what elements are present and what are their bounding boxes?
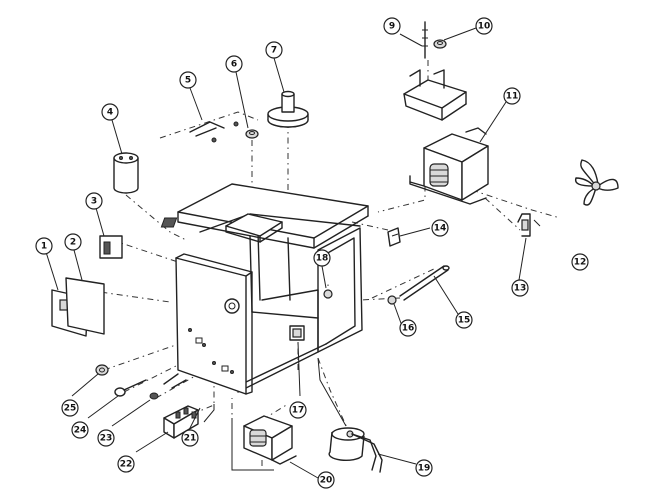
callout-16: 16: [399, 319, 417, 337]
part-20-coil: [243, 415, 297, 465]
callout-number: 14: [434, 224, 447, 234]
part-23-nut: [149, 392, 159, 400]
leader-lines: [45, 27, 527, 479]
callout-25: 25: [61, 399, 79, 417]
callout-4: 4: [101, 103, 119, 121]
callout-18: 18: [313, 249, 331, 267]
callout-17: 17: [289, 401, 307, 419]
callout-number: 20: [320, 476, 333, 486]
callout-number: 21: [184, 434, 197, 444]
part-3-block: [99, 235, 123, 259]
callout-11: 11: [503, 87, 521, 105]
part-2-plate: [65, 277, 105, 335]
part-24-screw: [114, 373, 187, 397]
callout-number: 24: [74, 426, 87, 436]
callout-1: 1: [35, 237, 53, 255]
callout-3: 3: [85, 192, 103, 210]
part-4-capacitor: [113, 152, 139, 194]
callout-22: 22: [117, 455, 135, 473]
part-12-fan: [574, 159, 619, 206]
part-15-rod: [399, 265, 450, 301]
callout-number: 19: [418, 464, 431, 474]
callout-14: 14: [431, 219, 449, 237]
part-7-knob: [267, 90, 309, 128]
callout-13: 13: [511, 279, 529, 297]
callout-7: 7: [265, 41, 283, 59]
callout-number: 3: [91, 197, 97, 207]
part-10-washer: [433, 39, 447, 49]
part-16-bushing: [387, 295, 397, 305]
callout-2: 2: [64, 233, 82, 251]
callout-number: 7: [271, 46, 277, 56]
callout-19: 19: [415, 459, 433, 477]
callout-number: 5: [185, 76, 191, 86]
callout-number: 10: [478, 22, 491, 32]
callout-number: 6: [231, 60, 237, 70]
callout-number: 17: [292, 406, 305, 416]
callout-number: 9: [389, 22, 395, 32]
part-17-terminal: [289, 325, 305, 341]
callout-number: 11: [506, 92, 519, 102]
callout-6: 6: [225, 55, 243, 73]
rectifier-module: [160, 213, 283, 243]
callout-20: 20: [317, 471, 335, 489]
callout-number: 2: [70, 238, 76, 248]
callout-number: 12: [574, 258, 587, 268]
cabinet-frame: [175, 183, 369, 395]
part-5-bracket: [189, 121, 239, 143]
callout-number: 4: [107, 108, 113, 118]
part-19-capacitor: [328, 427, 383, 473]
callout-number: 15: [458, 316, 471, 326]
part-13-clip: [517, 213, 541, 237]
upper-bracket: [403, 69, 467, 121]
callout-number: 1: [41, 242, 47, 252]
callout-12: 12: [571, 253, 589, 271]
callout-number: 25: [64, 404, 77, 414]
callout-24: 24: [71, 421, 89, 439]
part-18-grommet: [323, 289, 333, 299]
callout-number: 16: [402, 324, 415, 334]
callout-number: 18: [316, 254, 329, 264]
callout-number: 13: [514, 284, 527, 294]
part-11-transformer: [409, 127, 489, 205]
callout-5: 5: [179, 71, 197, 89]
callout-15: 15: [455, 311, 473, 329]
part-25-grommet: [95, 364, 109, 376]
callout-21: 21: [181, 429, 199, 447]
part-14-switch: [387, 227, 401, 247]
callout-23: 23: [97, 429, 115, 447]
part-9-screw: [422, 21, 428, 59]
part-6-nut: [245, 129, 259, 139]
callout-number: 23: [100, 434, 113, 444]
callout-9: 9: [383, 17, 401, 35]
callout-10: 10: [475, 17, 493, 35]
callout-number: 22: [120, 460, 133, 470]
